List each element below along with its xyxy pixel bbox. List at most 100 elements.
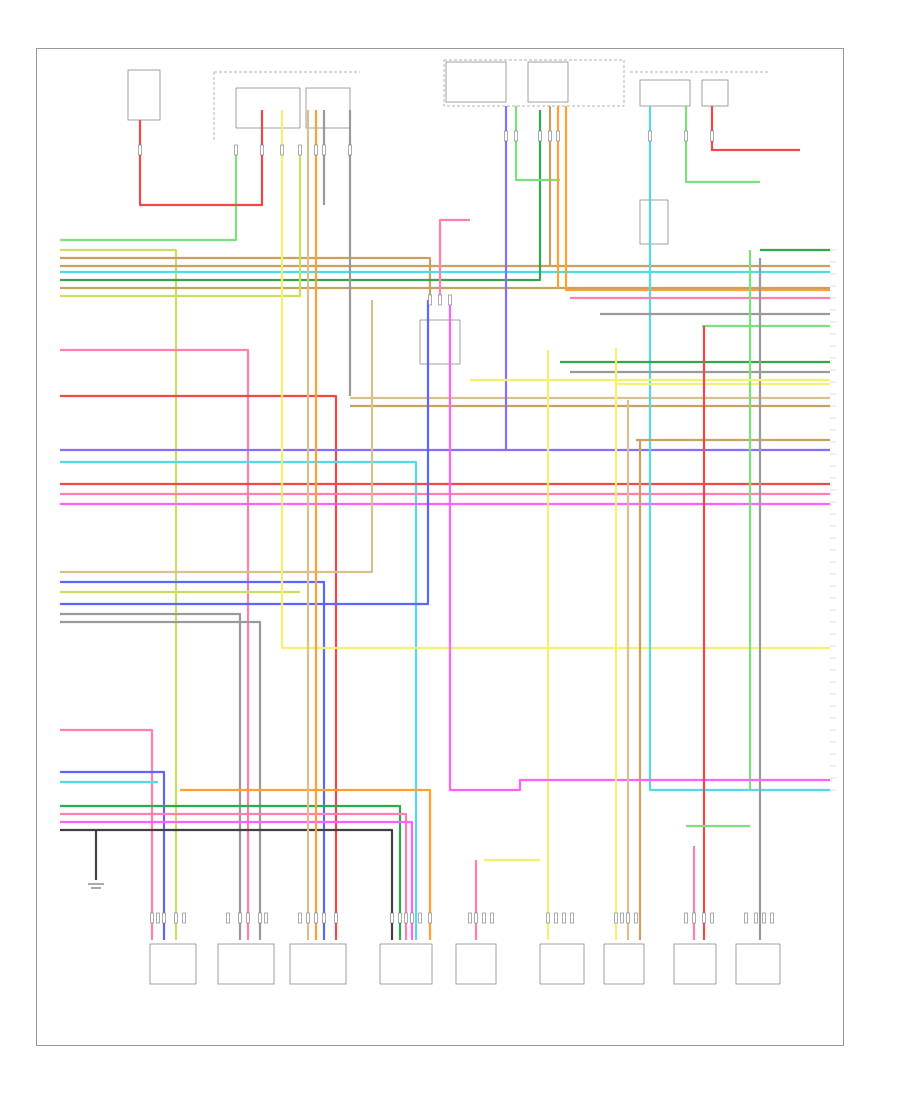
connector-pin-top (234, 144, 238, 156)
wire-gry-2 (60, 620, 262, 940)
wire-lt-grn-center (514, 106, 560, 182)
wire-pnk-3 (60, 812, 408, 940)
connector-pin-top (280, 144, 284, 156)
connector-pin-bottom (182, 912, 186, 924)
bottom-component-5 (455, 943, 497, 985)
connector-pin-bottom (626, 912, 630, 924)
bottom-component-8 (673, 943, 717, 985)
connector-pin-bottom (482, 912, 486, 924)
bottom-component-2 (217, 943, 275, 985)
connector-pin-bottom (744, 912, 748, 924)
mid-right-sensor (639, 199, 669, 245)
connector-pin-bottom (298, 912, 302, 924)
wire-mag-2 (60, 820, 414, 940)
connector-pin-top (322, 144, 326, 156)
connector-pin-bottom (428, 912, 432, 924)
connector-pin-top (504, 130, 508, 142)
connector-pin-top (548, 130, 552, 142)
bottom-component-4 (379, 943, 433, 985)
wire-pnk-2 (60, 728, 154, 940)
connector-pin-bottom (770, 912, 774, 924)
connector-pin-top (538, 130, 542, 142)
top-right-connector (701, 79, 729, 107)
wire-grn-1 (60, 110, 542, 282)
top-right-module (639, 79, 691, 107)
connector-pin-bottom (404, 912, 408, 924)
connector-pin-bottom (322, 912, 326, 924)
bottom-component-6 (539, 943, 585, 985)
top-left-connector (127, 69, 161, 121)
connector-pin-top (448, 294, 452, 306)
connector-pin-bottom (226, 912, 230, 924)
connector-pin-bottom (162, 912, 166, 924)
connector-pin-top (684, 130, 688, 142)
wire-red-top (138, 110, 264, 207)
connector-pin-top (138, 144, 142, 156)
connector-pin-bottom (334, 912, 338, 924)
top-center-module-a (445, 61, 507, 103)
wire-lt-blu-2 (60, 460, 418, 940)
connector-pin-top (648, 130, 652, 142)
connector-pin-bottom (238, 912, 242, 924)
wire-org-right (564, 106, 830, 292)
top-module-right (305, 87, 351, 129)
connector-pin-top (298, 144, 302, 156)
connector-pin-bottom (634, 912, 638, 924)
connector-pin-bottom (264, 912, 268, 924)
connector-pin-bottom (390, 912, 394, 924)
connector-pin-bottom (246, 912, 250, 924)
connector-pin-bottom (710, 912, 714, 924)
connector-pin-bottom (398, 912, 402, 924)
connector-pin-bottom (410, 912, 414, 924)
wire-lt-grn-top (60, 150, 238, 242)
connector-pin-bottom (692, 912, 696, 924)
connector-pin-top (438, 294, 442, 306)
connector-pin-top (514, 130, 518, 142)
connector-pin-bottom (258, 912, 262, 924)
bottom-component-7 (603, 943, 645, 985)
wire-lt-blu-right (648, 106, 830, 792)
connector-pin-top (260, 144, 264, 156)
top-center-module-b (527, 61, 569, 103)
top-module-left (235, 87, 301, 129)
wire-pnk-center (438, 218, 470, 300)
connector-pin-top (556, 130, 560, 142)
center-joint-connector (419, 319, 461, 365)
connector-pin-top (314, 144, 318, 156)
connector-pin-bottom (562, 912, 566, 924)
wire-lt-grn-right (684, 106, 760, 184)
connector-pin-bottom (156, 912, 160, 924)
wire-tan-2 (60, 300, 374, 574)
diagram-frame (36, 48, 844, 1046)
connector-pin-bottom (174, 912, 178, 924)
connector-pin-bottom (702, 912, 706, 924)
wire-org-1 (180, 788, 432, 940)
wire-yel-long (280, 110, 830, 650)
connector-pin-bottom (620, 912, 624, 924)
wire-yel-grn-b (60, 150, 302, 298)
wire-brn-1 (60, 256, 432, 300)
connector-pin-bottom (468, 912, 472, 924)
connector-pin-bottom (554, 912, 558, 924)
connector-pin-top (710, 130, 714, 142)
wire-grn-2 (60, 804, 402, 940)
bottom-component-1 (149, 943, 197, 985)
wire-red-right (710, 106, 800, 152)
connector-pin-bottom (762, 912, 766, 924)
connector-pin-bottom (754, 912, 758, 924)
wire-blu-3 (60, 770, 166, 940)
wire-yel-grn-a (60, 248, 178, 940)
connector-pin-bottom (474, 912, 478, 924)
connector-pin-bottom (306, 912, 310, 924)
wire-gry-1 (60, 612, 242, 940)
connector-pin-top (428, 294, 432, 306)
connector-pin-bottom (418, 912, 422, 924)
wire-blk-1 (60, 828, 394, 940)
connector-pin-bottom (150, 912, 154, 924)
wire-pnk-1 (60, 348, 250, 940)
connector-pin-bottom (570, 912, 574, 924)
wire-blu-1 (60, 580, 326, 940)
bottom-component-3 (289, 943, 347, 985)
connector-pin-bottom (314, 912, 318, 924)
